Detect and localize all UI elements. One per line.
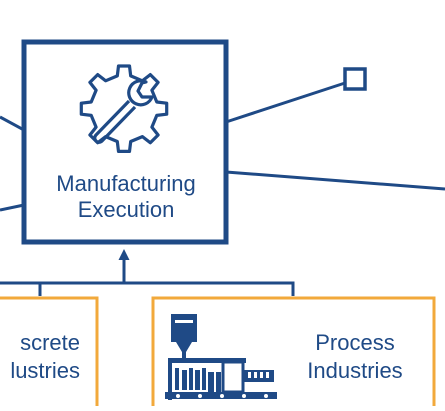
process-plant-icon <box>165 314 277 400</box>
right-upper-connector <box>225 81 346 124</box>
bracket-connector <box>0 281 295 296</box>
process-industries-title-line2: Industries <box>307 358 403 383</box>
discrete-industries-title-line1: screte <box>20 330 80 355</box>
arrow-up-icon <box>118 249 130 260</box>
manufacturing-execution-box <box>21 39 229 245</box>
discrete-industries-box <box>0 296 99 406</box>
manufacturing-execution-title-line2: Execution <box>77 197 175 222</box>
process-industries-box <box>151 296 436 406</box>
left-lower-connector <box>0 203 25 212</box>
connector-end-square <box>343 67 367 91</box>
right-lower-connector <box>225 170 445 191</box>
gear-wrench-icon <box>79 64 169 153</box>
manufacturing-execution-title-line1: Manufacturing <box>56 171 196 196</box>
left-upper-connector <box>0 115 25 132</box>
discrete-industries-title-line2: lustries <box>10 358 80 383</box>
process-industries-title-line1: Process <box>315 330 395 355</box>
